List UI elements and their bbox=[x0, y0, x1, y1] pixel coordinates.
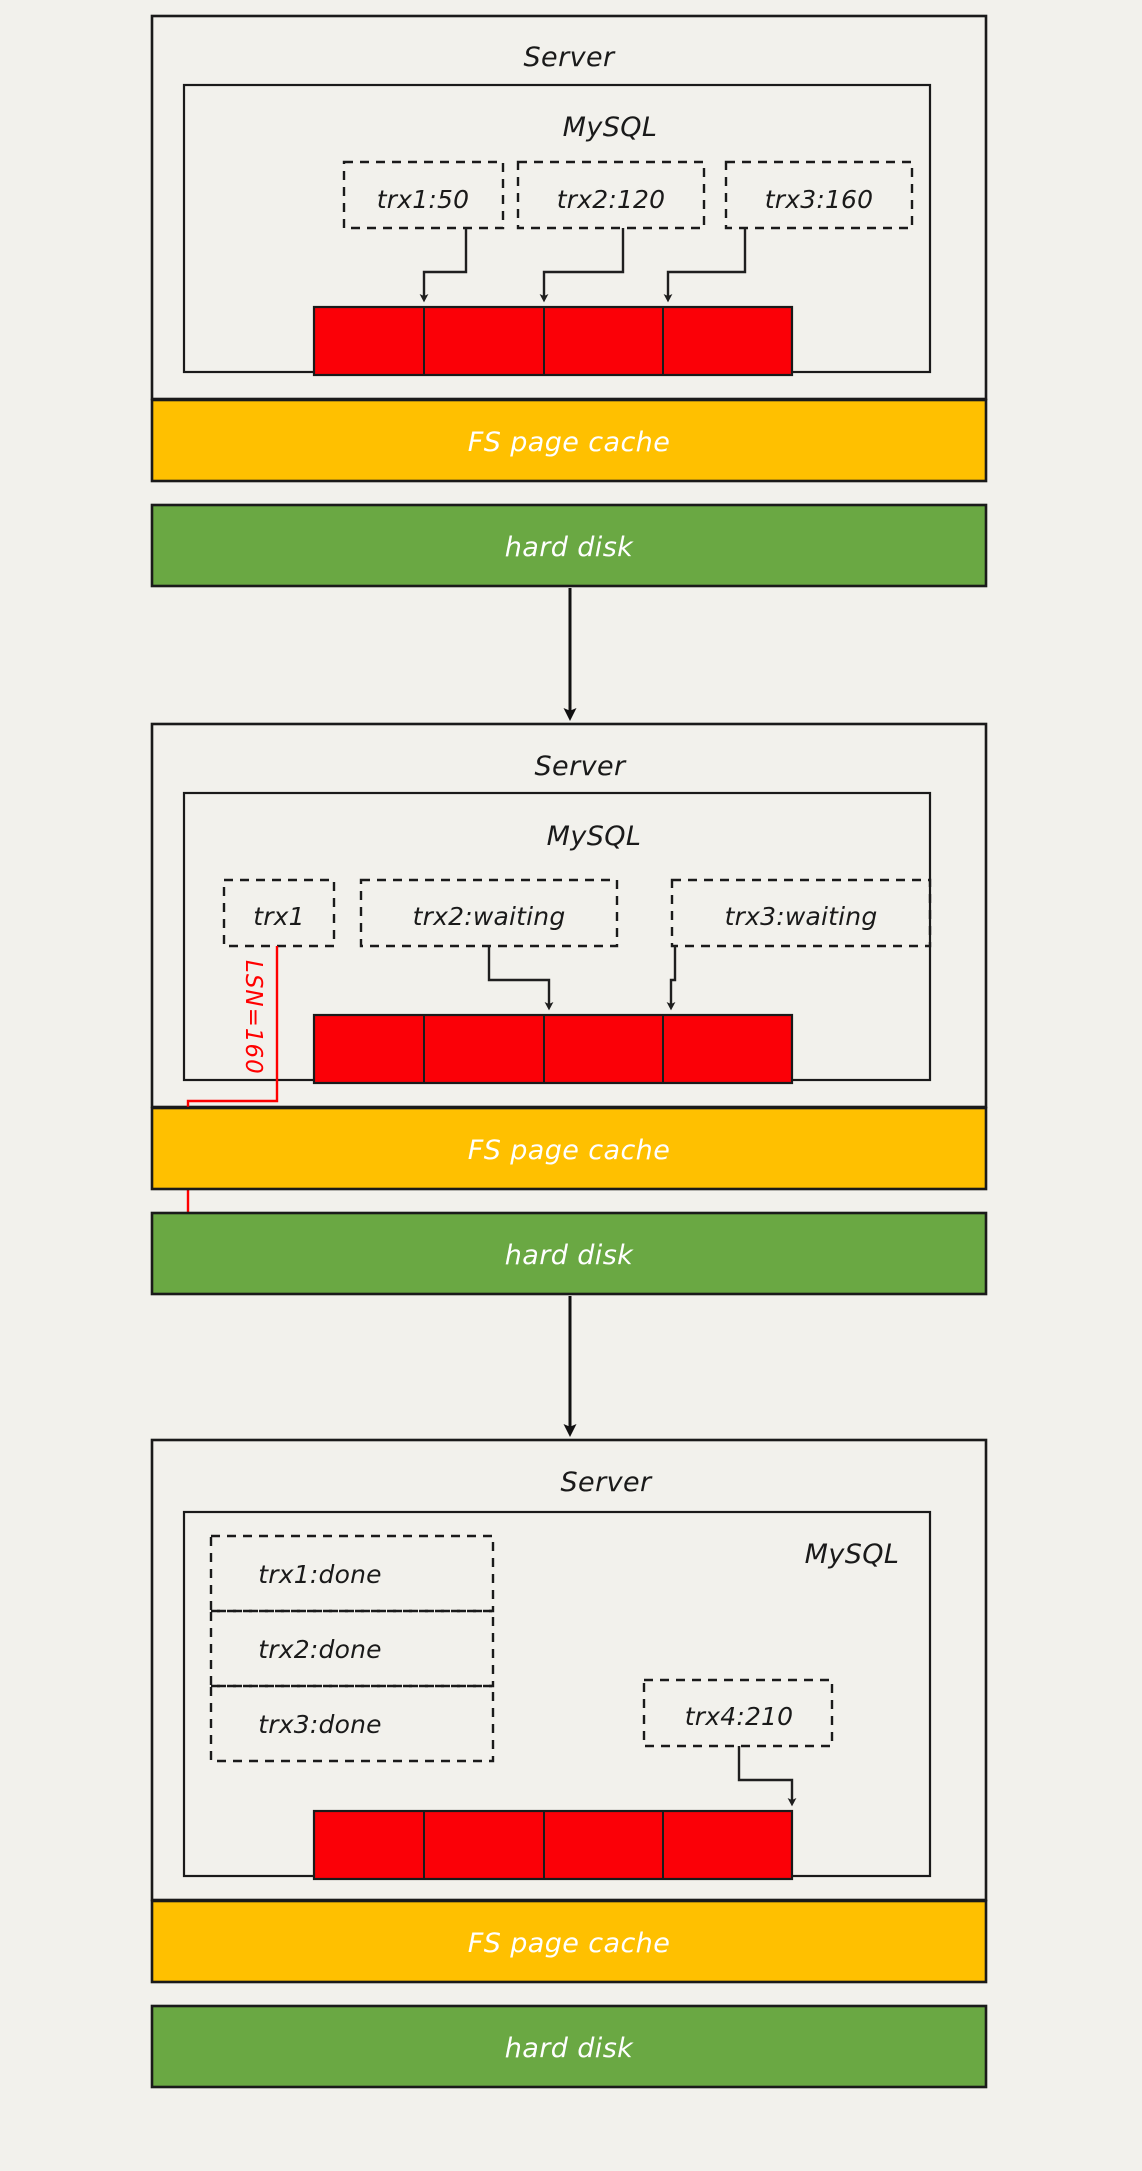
transaction-label: trx1 bbox=[253, 902, 305, 931]
transaction-box[interactable] bbox=[670, 878, 932, 948]
server-label: Server bbox=[535, 751, 627, 782]
redo-log-block bbox=[312, 1013, 794, 1085]
lsn-annotation-label: LSN=160 bbox=[240, 960, 266, 1075]
fs-page-cache-band bbox=[150, 1106, 988, 1191]
done-transaction-box[interactable] bbox=[209, 1534, 495, 1613]
redo-log-dividers bbox=[423, 1015, 664, 1083]
transaction-label: trx4:210 bbox=[685, 1702, 794, 1731]
redo-log-dividers bbox=[423, 307, 664, 375]
panel-3: Server MySQL trx1:done trx2:done trx3:do… bbox=[150, 1438, 988, 2089]
connector-trx3-redolog bbox=[666, 946, 677, 1011]
transaction-box[interactable] bbox=[222, 878, 336, 948]
connector-trx1-redolog bbox=[419, 228, 468, 303]
hard-disk-label: hard disk bbox=[505, 2033, 634, 2064]
server-label: Server bbox=[561, 1467, 653, 1498]
done-transaction-box[interactable] bbox=[209, 1609, 495, 1688]
transaction-box[interactable] bbox=[724, 160, 914, 230]
done-transaction-label: trx2:done bbox=[258, 1635, 381, 1664]
hard-disk-band bbox=[150, 503, 988, 588]
done-transaction-box[interactable] bbox=[209, 1684, 495, 1763]
fs-page-cache-label: FS page cache bbox=[468, 427, 670, 458]
transaction-label: trx2:waiting bbox=[413, 902, 566, 931]
transaction-label: trx1:50 bbox=[377, 185, 469, 214]
fs-page-cache-label: FS page cache bbox=[468, 1135, 670, 1166]
mysql-label: MySQL bbox=[563, 112, 658, 143]
redo-log-dividers bbox=[423, 1811, 664, 1879]
connector-trx4-redolog bbox=[737, 1746, 797, 1807]
redo-log-block bbox=[312, 305, 794, 377]
fs-page-cache-band bbox=[150, 1899, 988, 1984]
mysql-label: MySQL bbox=[547, 821, 642, 852]
connector-trx2-redolog bbox=[539, 228, 625, 303]
hard-disk-label: hard disk bbox=[505, 1240, 634, 1271]
transaction-label: trx3:waiting bbox=[725, 902, 878, 931]
hard-disk-band bbox=[150, 2004, 988, 2089]
done-transaction-label: trx1:done bbox=[258, 1560, 381, 1589]
server-label: Server bbox=[524, 42, 616, 73]
transaction-box[interactable] bbox=[516, 160, 706, 230]
transaction-box[interactable] bbox=[342, 160, 505, 230]
redo-log-block bbox=[312, 1809, 794, 1881]
transaction-label: trx2:120 bbox=[557, 185, 666, 214]
fs-page-cache-band bbox=[150, 398, 988, 483]
transaction-label: trx3:160 bbox=[765, 185, 874, 214]
fs-page-cache-label: FS page cache bbox=[468, 1928, 670, 1959]
panel-1: Server MySQL trx1:50 trx2:120 trx3:160 F… bbox=[150, 14, 988, 588]
panel-2: Server MySQL trx1 trx2:waiting trx3:wait… bbox=[150, 722, 988, 1296]
hard-disk-label: hard disk bbox=[505, 532, 634, 563]
mysql-label: MySQL bbox=[805, 1539, 900, 1570]
connector-trx2-redolog bbox=[487, 946, 554, 1011]
done-transaction-label: trx3:done bbox=[258, 1710, 381, 1739]
connector-trx3-redolog bbox=[663, 228, 747, 303]
hard-disk-band bbox=[150, 1211, 988, 1296]
